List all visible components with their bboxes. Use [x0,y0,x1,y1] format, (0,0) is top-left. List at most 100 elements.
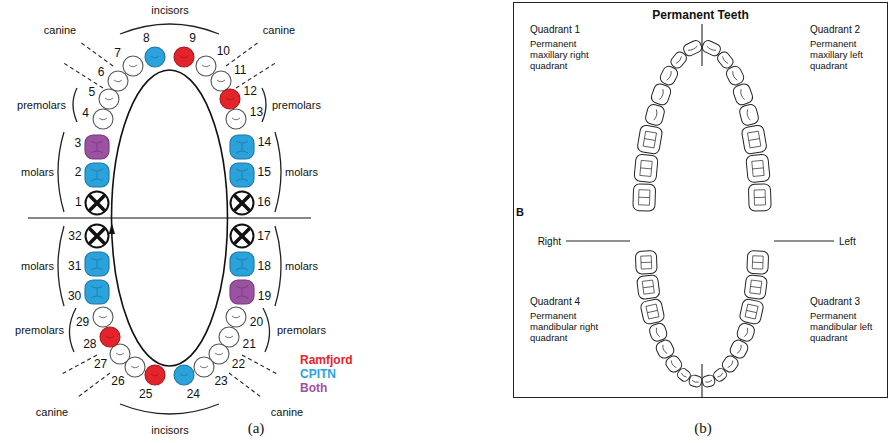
tooth-number: 28 [83,338,96,351]
molar [85,135,109,159]
tooth-outline [635,251,657,275]
legend: RamfjordCPITNBoth [300,353,353,395]
tooth-groove [646,304,659,319]
panel-title: Permanent Teeth [652,8,748,22]
tooth [226,307,246,327]
tooth-outline [644,103,665,126]
tooth [85,163,109,187]
tooth-groove [91,169,103,181]
tooth-groove [744,328,749,337]
quadrant-description: Permanent mandibular right quadrant [530,311,610,344]
tooth-groove [232,118,240,120]
tooth-shape [682,39,703,57]
tooth-group-label: molars [285,166,318,178]
tooth-groove [180,374,188,376]
tooth-crown [93,307,113,327]
tooth-outline [640,298,665,325]
tooth-crown [211,71,231,91]
tooth-number: 31 [68,260,81,273]
tooth-number: 13 [250,106,263,119]
tooth-groove [641,256,652,269]
tooth-groove [129,65,137,67]
tooth-groove [106,336,114,338]
tooth [231,192,254,215]
tooth-groove [236,258,248,270]
legend-color: Both [300,381,327,395]
tooth-shape [736,322,757,343]
tooth-outline [648,322,669,343]
quadrant-heading: Quadrant 2 [810,24,860,35]
tooth-group-label: incisors [151,424,188,436]
tooth [145,365,165,385]
tooth-outline [736,322,757,343]
side-line [774,240,834,241]
tooth-groove [643,131,656,148]
tooth-groove [151,374,159,376]
tooth-outline [682,39,703,57]
tooth-groove [722,56,729,64]
tooth-number: 10 [217,45,230,58]
tooth-outline [744,274,768,299]
quadrant-description: Permanent mandibular left quadrant [810,311,884,344]
legend-text: Ramfjord [300,353,353,367]
tooth-group-label: premolars [272,99,321,111]
missing-mark [236,230,249,243]
bracket [120,24,219,34]
tooth [174,365,194,385]
tooth-outline [724,64,745,87]
tooth-groove [114,80,122,82]
tooth-group-label: molars [285,260,318,272]
tooth-shape [688,374,703,388]
tooth-group-label: incisors [151,4,188,16]
molar [230,135,254,159]
midline [701,24,702,66]
tooth-groove [670,361,676,369]
tooth-shape [644,103,665,126]
tooth-shape [744,274,768,299]
dashed-divider [226,42,259,66]
tooth [174,47,194,67]
tooth-number: 1 [75,196,82,209]
legend-entry: CPITN [300,367,353,381]
tooth-number: 2 [75,166,82,179]
tooth-number: 9 [189,32,196,45]
tooth-outline [650,82,673,106]
bracket [275,226,281,306]
tooth-group-label: canine [263,24,295,36]
tooth-groove [731,71,737,81]
tooth-group-label: canine [271,406,303,418]
tooth-groove [638,190,649,205]
quadrant-description: Permanent maxillary left quadrant [810,39,884,72]
tooth-group-label: premolars [17,99,66,111]
tooth-outline [741,124,767,154]
tooth-groove [226,98,234,100]
tooth-groove [200,366,208,368]
tooth-outline [746,154,770,183]
tooth [211,71,231,91]
tooth-groove [750,280,762,294]
tooth-groove [654,109,658,120]
tooth-number: 17 [257,230,270,243]
tooth-number: 25 [139,388,152,401]
tooth-chart-a [85,47,254,385]
tooth-number: 21 [242,338,255,351]
tooth-number: 32 [68,230,81,243]
quadrant-heading: Quadrant 1 [530,24,580,35]
tooth-groove [737,345,743,354]
side-label: Left [839,236,856,247]
tooth-number: 23 [214,375,227,388]
panel-caption: (b) [694,420,712,437]
tooth [123,56,143,76]
tooth-number: 20 [250,316,263,329]
tooth-shape [637,124,663,154]
side-label: Right [538,236,561,247]
tooth [196,56,216,76]
tooth [230,135,254,159]
tooth-outline [732,82,755,106]
tooth-outline [739,298,764,325]
tooth-shape [724,64,745,87]
tooth-groove [752,256,763,269]
missing-tooth [231,192,254,215]
tooth-outline [634,154,658,183]
tooth [145,47,165,67]
